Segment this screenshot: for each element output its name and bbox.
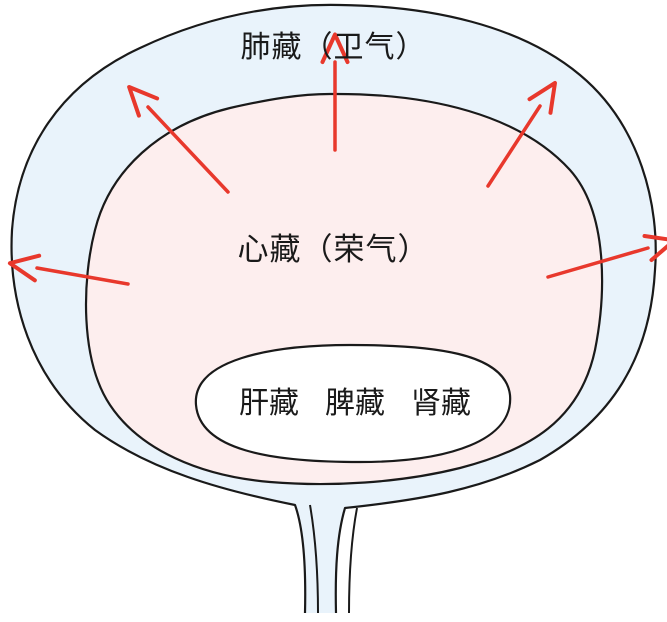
organ-label-liver: 肝藏 [239, 386, 299, 421]
outer-layer-label: 肺藏（卫气） [240, 30, 427, 65]
stem-inner-right [348, 507, 358, 614]
arrow-left [7, 253, 130, 286]
core-shape [194, 343, 512, 464]
stem-inner-left [309, 504, 319, 614]
arrow-upper-left [127, 84, 230, 194]
core-organ-labels: 肝藏 脾藏 肾藏 [200, 378, 510, 422]
arrow-upper-right [486, 80, 557, 188]
organ-label-spleen: 脾藏 [325, 386, 385, 421]
arrow-right [546, 233, 667, 279]
organ-label-kidney: 肾藏 [411, 386, 471, 421]
middle-layer-label: 心藏（荣气） [237, 232, 430, 268]
